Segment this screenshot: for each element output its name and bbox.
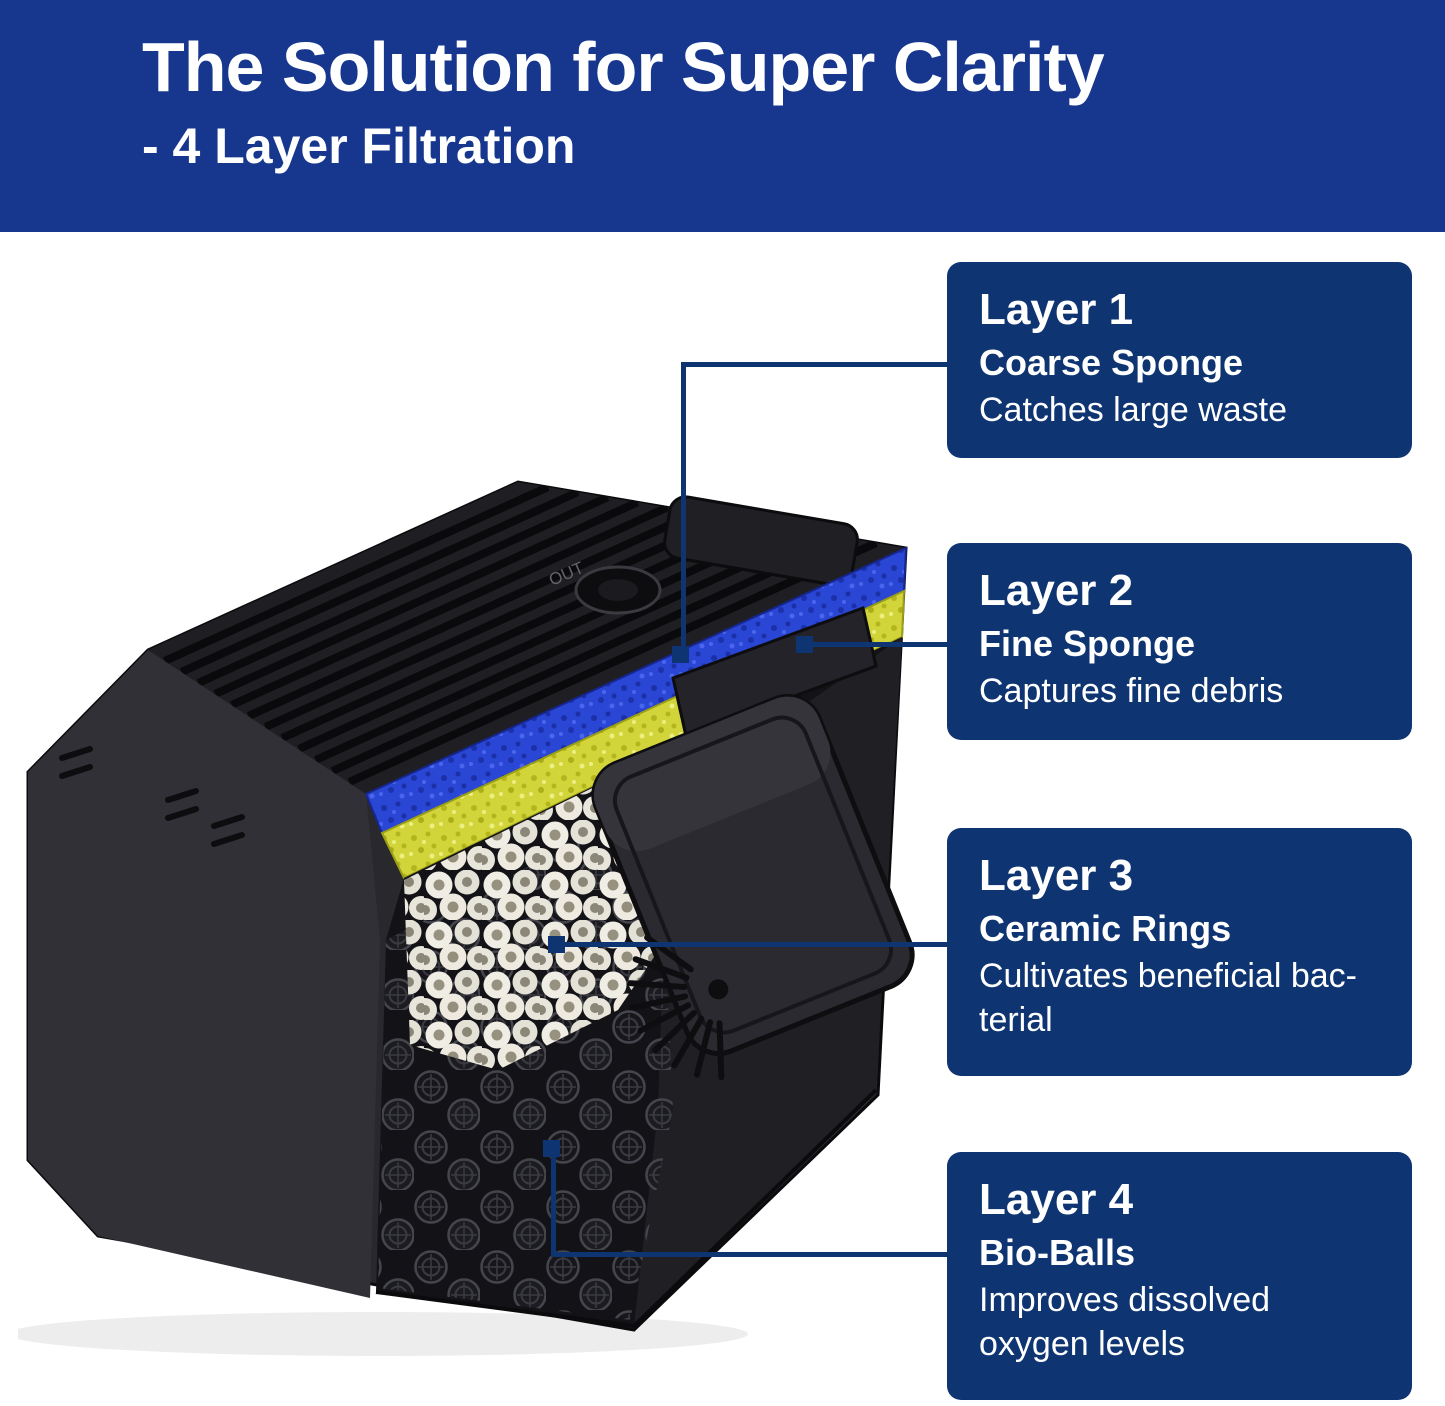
pump-mount — [671, 606, 878, 738]
connector-line-layer3 — [556, 942, 947, 947]
connector-line-layer1 — [681, 362, 947, 367]
filter-cutaway-illustration: OUT — [18, 480, 915, 1356]
media-name: Bio-Balls — [979, 1231, 1136, 1273]
header-banner: The Solution for Super Clarity - 4 Layer… — [0, 0, 1445, 232]
pump-fan-vent — [627, 934, 725, 1081]
connector-dot-layer2 — [796, 636, 813, 653]
page-title: The Solution for Super Clarity — [142, 28, 1105, 106]
top-panel — [663, 495, 859, 587]
page-subtitle: - 4 Layer Filtration — [142, 118, 576, 175]
connector-line-layer2 — [804, 642, 947, 647]
connector-dot-layer3 — [548, 936, 565, 953]
media-desc: Cultivates beneficial bac-terial — [979, 956, 1357, 1040]
callout-layer-1: Layer 1 Coarse Sponge Catches large wast… — [947, 262, 1412, 459]
media-name: Coarse Sponge — [979, 341, 1244, 383]
connector-dot-layer1 — [672, 646, 689, 663]
connector-line-layer1-vertical — [681, 362, 686, 654]
media-desc: Improves dissolved oxygen levels — [979, 1280, 1271, 1364]
connector-line-layer4 — [551, 1252, 947, 1257]
media-desc: Catches large waste — [979, 390, 1288, 429]
media-name: Ceramic Rings — [979, 907, 1232, 949]
pump-unit — [591, 694, 915, 1081]
side-vent-slits — [59, 746, 245, 847]
connector-line-layer4-vertical — [551, 1150, 556, 1257]
callout-layer-3: Layer 3 Ceramic Rings Cultivates benefic… — [947, 828, 1412, 1076]
front-rim-edge — [375, 1088, 878, 1329]
layer-label: Layer 4 — [979, 1175, 1134, 1224]
ground-shadow — [18, 1312, 748, 1356]
grille-slats — [163, 483, 878, 786]
out-port: OUT — [546, 558, 662, 615]
layer-label: Layer 2 — [979, 566, 1134, 615]
layer-label: Layer 3 — [979, 851, 1134, 900]
connector-dot-layer4 — [543, 1140, 560, 1157]
layer-label: Layer 1 — [979, 285, 1134, 334]
media-desc: Captures fine debris — [979, 671, 1284, 710]
media-name: Fine Sponge — [979, 622, 1195, 664]
callout-layer-4: Layer 4 Bio-Balls Improves dissolved oxy… — [947, 1152, 1412, 1400]
callout-layer-2: Layer 2 Fine Sponge Captures fine debris — [947, 543, 1412, 740]
filter-left-face — [28, 650, 380, 1298]
